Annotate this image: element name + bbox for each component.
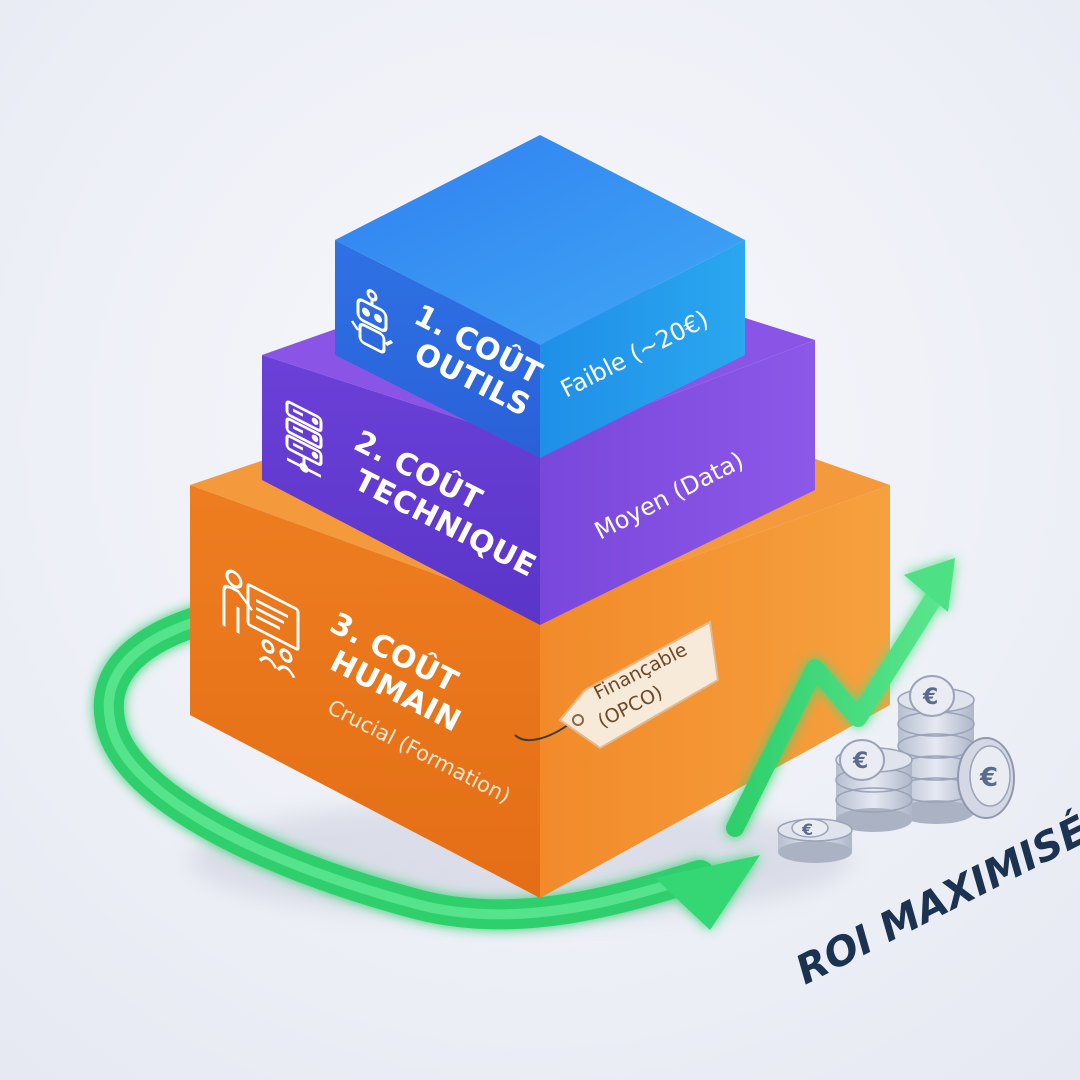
tier-2-side-face: [540, 340, 815, 625]
coin-stacks: € € € €: [777, 675, 1015, 863]
rising-arrow: [726, 558, 955, 837]
coin-standing: €: [957, 737, 1015, 819]
tier-1-front-face: [335, 240, 540, 458]
server-icon: [285, 400, 323, 478]
rising-arrow-head: [904, 558, 955, 612]
robot-icon: [350, 289, 394, 354]
tier-1-side-face: [540, 240, 745, 458]
svg-text:€: €: [801, 820, 813, 839]
euro-coin-icon: [969, 745, 1011, 807]
coin-stack-front: €: [777, 818, 853, 863]
coin-stack-middle: €: [835, 739, 913, 832]
price-tag-hole: [572, 714, 584, 726]
tier-1-block: [335, 135, 745, 458]
tier-3-side-face: [540, 485, 890, 898]
svg-text:€: €: [922, 685, 938, 710]
euro-coin-icon: [909, 675, 955, 717]
euro-coin-icon: [791, 818, 829, 838]
roi-loop-arrow: [93, 597, 760, 930]
euro-coin-icon: [839, 739, 885, 781]
presenter-icon: [222, 569, 300, 678]
price-tag-body: [558, 620, 720, 750]
tier-3-front-face: [190, 485, 540, 898]
loop-arrow-head: [655, 855, 760, 930]
svg-text:€: €: [852, 749, 868, 774]
svg-text:€: €: [979, 763, 998, 793]
